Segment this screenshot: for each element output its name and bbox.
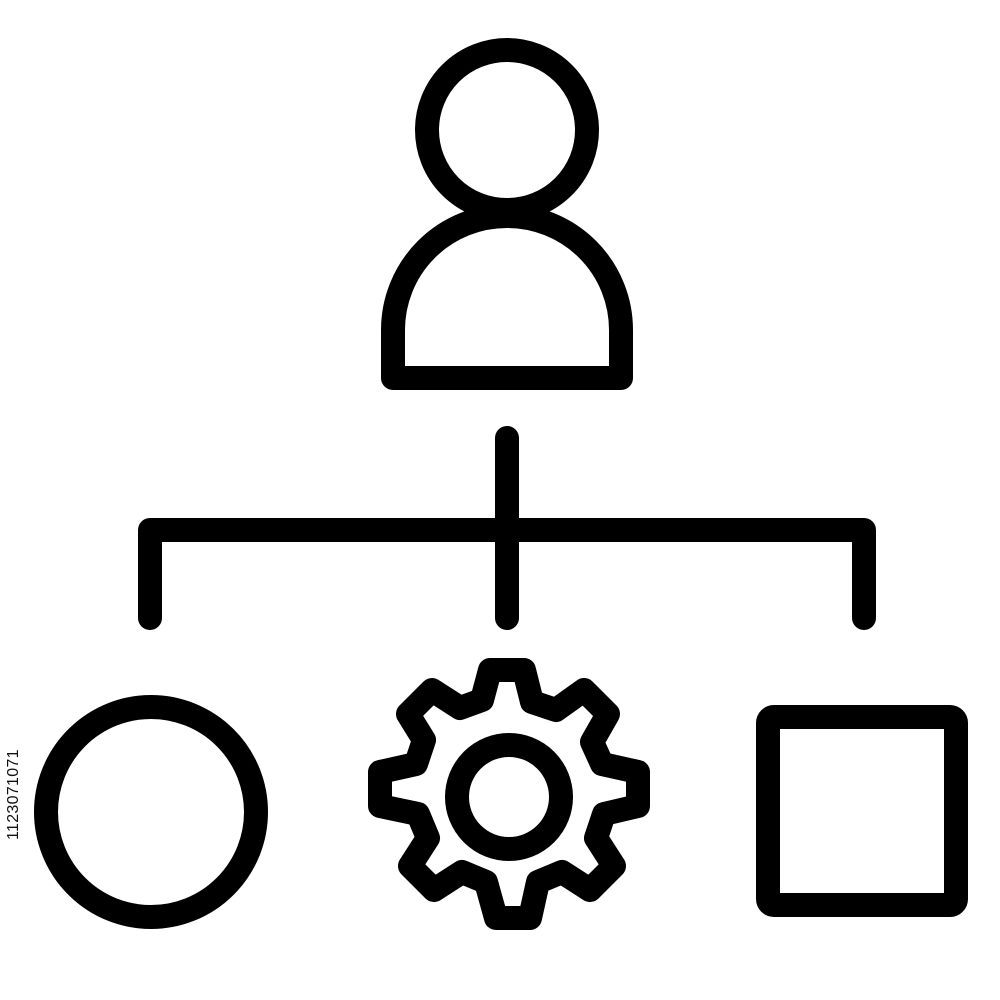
gear-icon — [368, 658, 650, 930]
circle-icon — [34, 695, 268, 929]
user-head — [415, 38, 599, 222]
connector-bar — [138, 518, 876, 630]
gear-outline — [368, 658, 650, 930]
user-icon — [381, 38, 633, 390]
branch-connector — [138, 426, 876, 630]
user-body — [381, 204, 633, 390]
gear-hole — [445, 733, 573, 861]
square-icon — [756, 705, 968, 917]
